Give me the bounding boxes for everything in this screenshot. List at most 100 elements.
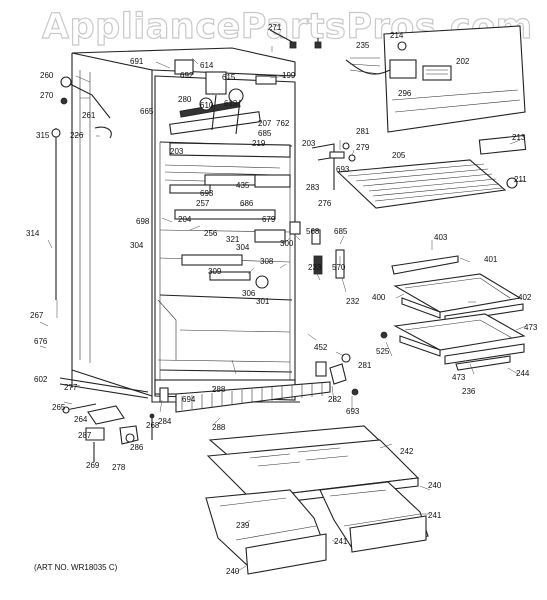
part-label-207: 207 — [258, 119, 272, 128]
part-label-244: 244 — [516, 369, 530, 378]
part-label-610: 610 — [200, 101, 214, 110]
part-label-693c: 693 — [346, 407, 360, 416]
part-label-265: 265 — [52, 403, 66, 412]
part-label-314: 314 — [26, 229, 40, 238]
part-label-232: 232 — [346, 297, 360, 306]
part-label-403: 403 — [434, 233, 448, 242]
part-label-203b: 203 — [302, 139, 316, 148]
part-label-693b: 693 — [200, 189, 214, 198]
part-label-304a: 304 — [130, 241, 144, 250]
part-label-279: 279 — [356, 143, 370, 152]
water-line-parts — [51, 76, 112, 318]
part-label-691: 691 — [130, 57, 144, 66]
part-label-288b: 288 — [212, 423, 226, 432]
part-label-267: 267 — [30, 311, 44, 320]
part-label-306: 306 — [242, 289, 256, 298]
part-label-287: 287 — [78, 431, 92, 440]
part-label-204: 204 — [178, 215, 192, 224]
part-label-694: 694 — [182, 395, 196, 404]
part-label-525: 525 — [376, 347, 390, 356]
part-label-239: 239 — [236, 521, 250, 530]
part-label-614: 614 — [200, 61, 214, 70]
part-label-270: 270 — [40, 91, 54, 100]
part-label-304b: 304 — [236, 243, 250, 252]
part-label-613: 613 — [224, 99, 238, 108]
part-label-236: 236 — [462, 387, 476, 396]
part-label-301: 301 — [256, 297, 270, 306]
part-label-321: 321 — [226, 235, 240, 244]
part-label-685a: 685 — [258, 129, 272, 138]
part-label-240b: 240 — [226, 567, 240, 576]
part-label-235: 235 — [356, 41, 370, 50]
part-label-241b: 241 — [428, 511, 442, 520]
control-panel-assembly — [345, 25, 526, 133]
part-label-473b: 473 — [452, 373, 466, 382]
watermark-text: AppliancePartsPros.com — [42, 7, 533, 47]
part-label-276: 276 — [318, 199, 332, 208]
part-label-226: 226 — [70, 131, 84, 140]
part-label-240a: 240 — [428, 481, 442, 490]
freezer-wire-shelf — [336, 134, 527, 209]
part-label-242: 242 — [400, 447, 414, 456]
leader-lines — [39, 46, 527, 573]
part-label-400: 400 — [372, 293, 386, 302]
part-label-300: 300 — [280, 239, 294, 248]
part-label-602: 602 — [34, 375, 48, 384]
part-label-269: 269 — [86, 461, 100, 470]
part-label-268: 268 — [146, 421, 160, 430]
part-label-203a: 203 — [170, 147, 184, 156]
part-label-271: 271 — [268, 23, 282, 32]
part-label-308: 308 — [260, 257, 274, 266]
part-label-693a: 693 — [336, 165, 350, 174]
part-label-261: 261 — [82, 111, 96, 120]
part-label-286: 286 — [130, 443, 144, 452]
part-label-241a: 241 — [334, 537, 348, 546]
shelf-support-bracket — [311, 142, 356, 190]
part-label-309: 309 — [208, 267, 222, 276]
part-label-277: 277 — [64, 383, 78, 392]
part-label-402: 402 — [518, 293, 532, 302]
part-label-283: 283 — [306, 183, 320, 192]
part-label-686: 686 — [240, 199, 254, 208]
art-number: (ART NO. WR18035 C) — [34, 563, 118, 572]
part-label-284: 284 — [158, 417, 172, 426]
part-label-762: 762 — [276, 119, 290, 128]
part-label-570: 570 — [332, 263, 346, 272]
crisper-drawers — [205, 425, 429, 575]
part-label-205: 205 — [392, 151, 406, 160]
damper-control-parts — [174, 29, 322, 135]
part-label-401: 401 — [484, 255, 498, 264]
part-label-278: 278 — [112, 463, 126, 472]
part-label-676: 676 — [34, 337, 48, 346]
part-label-199: 199 — [282, 71, 296, 80]
part-label-281b: 281 — [358, 361, 372, 370]
part-label-665: 665 — [140, 107, 154, 116]
part-label-615: 615 — [222, 73, 236, 82]
part-label-679: 679 — [262, 215, 276, 224]
part-label-264: 264 — [74, 415, 88, 424]
part-label-257: 257 — [196, 199, 210, 208]
part-label-211: 211 — [514, 175, 527, 184]
crisper-shelf-assembly — [380, 255, 526, 371]
part-label-256: 256 — [204, 229, 218, 238]
part-label-233: 233 — [308, 263, 322, 272]
part-label-213: 213 — [512, 133, 526, 142]
part-label-260: 260 — [40, 71, 54, 80]
part-label-282: 282 — [328, 395, 342, 404]
part-label-473a: 473 — [524, 323, 538, 332]
part-label-685b: 685 — [334, 227, 348, 236]
part-label-435: 435 — [236, 181, 250, 190]
part-label-214: 214 — [390, 31, 404, 40]
part-label-452: 452 — [314, 343, 328, 352]
part-label-315: 315 — [36, 131, 50, 140]
part-label-698: 698 — [136, 217, 150, 226]
part-label-296: 296 — [398, 89, 412, 98]
part-label-219: 219 — [252, 139, 266, 148]
base-grille — [175, 381, 331, 413]
part-label-288a: 288 — [212, 385, 226, 394]
part-label-280: 280 — [178, 95, 192, 104]
part-label-202: 202 — [456, 57, 470, 66]
